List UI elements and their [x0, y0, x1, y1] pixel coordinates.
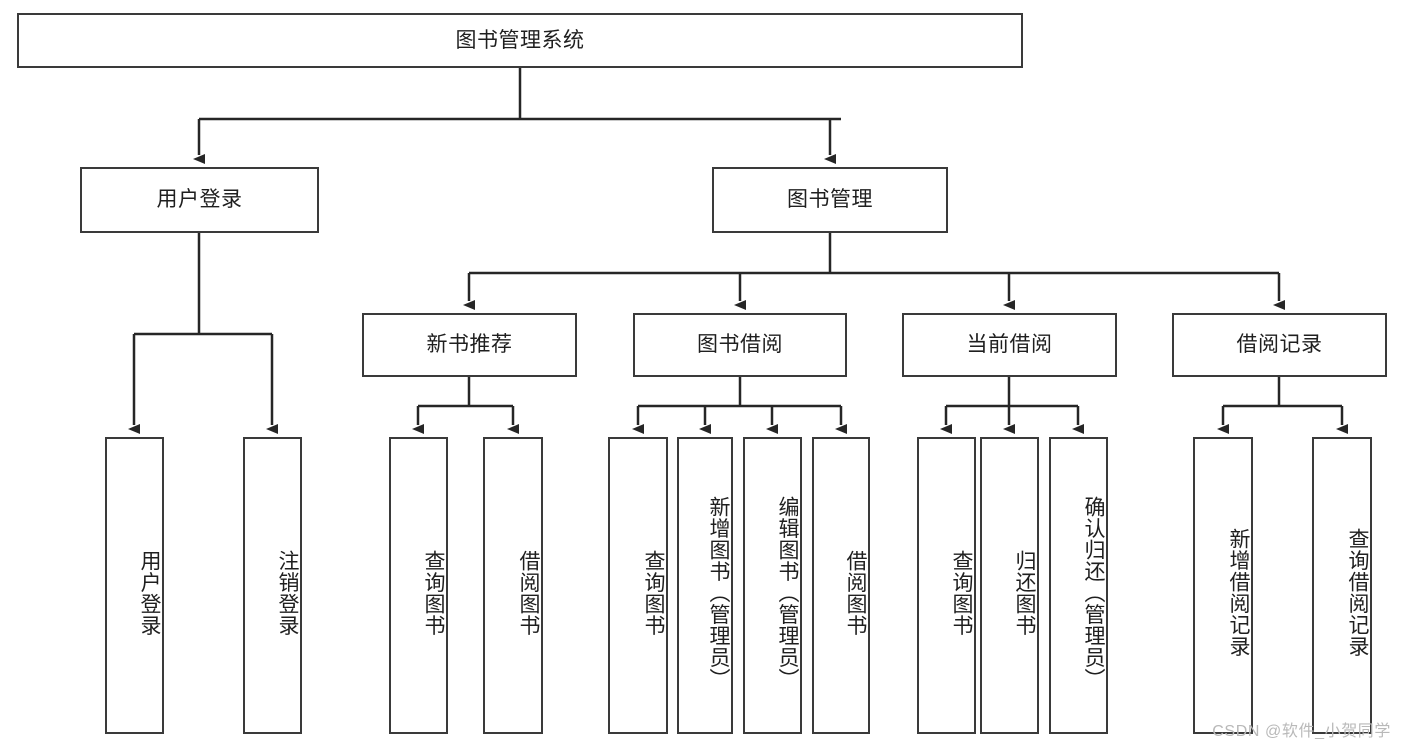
node-leaf-query-record-label: 查询借阅记录 — [1346, 528, 1369, 657]
node-book-manage-label: 图书管理 — [787, 188, 873, 212]
node-leaf-query-book-borrow-label: 查询图书 — [642, 549, 665, 636]
node-leaf-confirm-return-label: 确认归还（管理员） — [1082, 495, 1105, 690]
node-leaf-query-book-rec-label: 查询图书 — [422, 549, 445, 636]
node-user-login[interactable]: 用户登录 — [80, 167, 319, 233]
node-leaf-add-record-label: 新增借阅记录 — [1227, 528, 1250, 657]
node-leaf-add-book-label: 新增图书（管理员） — [707, 495, 730, 690]
edge-group-book-borrow — [632, 377, 847, 434]
node-root-label: 图书管理系统 — [455, 28, 585, 52]
node-leaf-edit-book-label: 编辑图书（管理员） — [776, 495, 799, 690]
node-leaf-confirm-return[interactable]: 确认归还（管理员） — [1049, 437, 1108, 734]
node-new-book-recommend-label: 新书推荐 — [426, 333, 513, 357]
node-new-book-recommend[interactable]: 新书推荐 — [362, 313, 577, 377]
node-leaf-user-login[interactable]: 用户登录 — [105, 437, 164, 734]
node-borrow-record-label: 借阅记录 — [1236, 333, 1323, 357]
node-leaf-query-record[interactable]: 查询借阅记录 — [1312, 437, 1372, 734]
node-leaf-query-book-rec[interactable]: 查询图书 — [389, 437, 448, 734]
edge-group-current-borrow — [940, 377, 1084, 434]
node-leaf-borrow-book-rec-label: 借阅图书 — [517, 549, 540, 636]
node-current-borrow-label: 当前借阅 — [966, 333, 1053, 357]
node-book-manage[interactable]: 图书管理 — [712, 167, 948, 233]
node-leaf-add-book[interactable]: 新增图书（管理员） — [677, 437, 733, 734]
edge-group-root — [193, 68, 841, 164]
node-leaf-borrow-book-rec[interactable]: 借阅图书 — [483, 437, 543, 734]
node-leaf-query-book-borrow[interactable]: 查询图书 — [608, 437, 668, 734]
node-book-borrow-label: 图书借阅 — [697, 333, 783, 357]
node-current-borrow[interactable]: 当前借阅 — [902, 313, 1117, 377]
node-user-login-label: 用户登录 — [156, 188, 243, 212]
node-leaf-return-book[interactable]: 归还图书 — [980, 437, 1039, 734]
node-leaf-add-record[interactable]: 新增借阅记录 — [1193, 437, 1253, 734]
node-root[interactable]: 图书管理系统 — [17, 13, 1023, 68]
node-book-borrow[interactable]: 图书借阅 — [633, 313, 847, 377]
node-leaf-user-login-label: 用户登录 — [138, 549, 161, 636]
node-leaf-borrow-book[interactable]: 借阅图书 — [812, 437, 870, 734]
edge-group-new-book-recommend — [412, 377, 519, 434]
edge-group-borrow-record — [1217, 377, 1348, 434]
edge-group-user-login — [128, 233, 278, 434]
node-leaf-query-book-current-label: 查询图书 — [950, 549, 973, 636]
node-leaf-edit-book[interactable]: 编辑图书（管理员） — [743, 437, 802, 734]
edge-group-book-manage — [463, 233, 1285, 310]
node-leaf-user-logout[interactable]: 注销登录 — [243, 437, 302, 734]
node-leaf-borrow-book-label: 借阅图书 — [844, 549, 867, 636]
node-leaf-return-book-label: 归还图书 — [1013, 549, 1036, 636]
node-leaf-query-book-current[interactable]: 查询图书 — [917, 437, 976, 734]
node-borrow-record[interactable]: 借阅记录 — [1172, 313, 1387, 377]
node-leaf-user-logout-label: 注销登录 — [276, 549, 299, 636]
